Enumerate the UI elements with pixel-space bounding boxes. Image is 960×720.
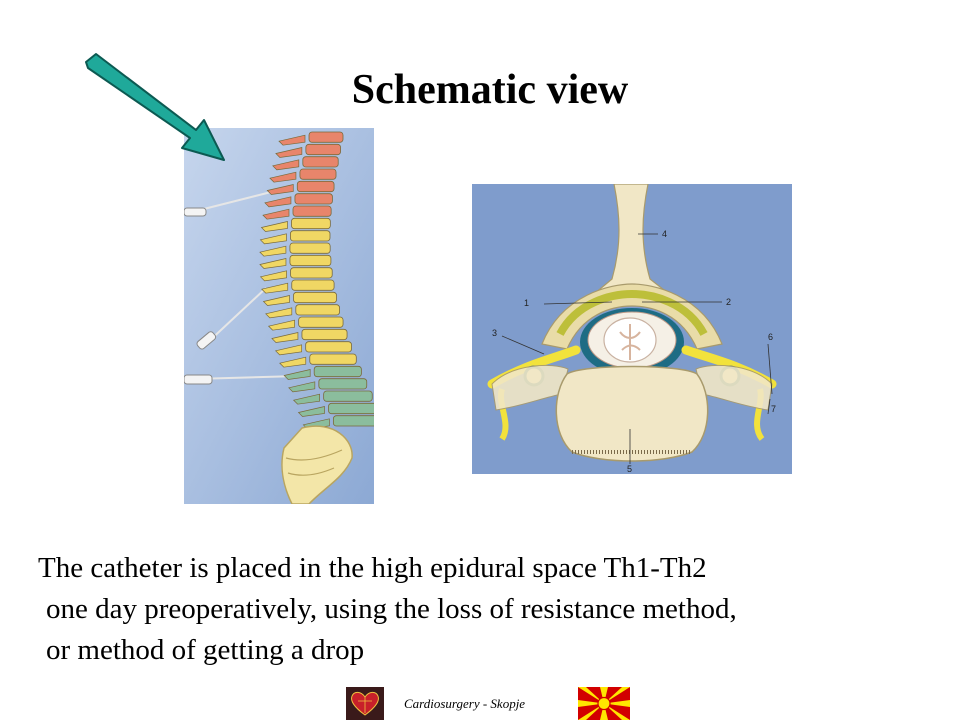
spinous-process bbox=[279, 356, 307, 368]
vertebra bbox=[293, 291, 337, 304]
vertebra bbox=[309, 353, 357, 365]
spinous-process bbox=[259, 245, 287, 257]
sacrum bbox=[281, 425, 353, 504]
spinous-process bbox=[269, 171, 297, 183]
vertebra bbox=[292, 205, 332, 217]
spinous-process bbox=[264, 196, 292, 208]
spinous-process bbox=[278, 134, 306, 146]
vertebra bbox=[298, 316, 344, 328]
spine-illustration bbox=[184, 128, 374, 504]
vertebra bbox=[302, 156, 339, 168]
body-line-2: one day preoperatively, using the loss o… bbox=[46, 593, 737, 625]
label-6: 6 bbox=[768, 332, 773, 342]
vertebra bbox=[296, 180, 335, 193]
spinous-process bbox=[283, 369, 311, 380]
vertebra bbox=[318, 378, 368, 390]
syringe-upper bbox=[184, 207, 207, 217]
spinous-process bbox=[271, 332, 299, 343]
vertebra bbox=[294, 193, 333, 205]
spinous-process bbox=[288, 381, 316, 393]
spinous-process bbox=[274, 344, 303, 356]
body-line-1: The catheter is placed in the high epidu… bbox=[38, 552, 707, 584]
vertebra-cross-section-illustration: 4 1 2 3 6 7 5 bbox=[472, 184, 792, 474]
footer-caption: Cardiosurgery - Skopje bbox=[404, 696, 526, 711]
vertebra bbox=[308, 131, 344, 143]
vertebra bbox=[295, 304, 340, 316]
body-line-3: or method of getting a drop bbox=[46, 634, 365, 666]
spinous-process bbox=[259, 258, 287, 269]
spinous-process bbox=[292, 393, 320, 405]
vertebral-column bbox=[259, 131, 374, 430]
label-1: 1 bbox=[524, 298, 529, 308]
label-7: 7 bbox=[771, 404, 776, 414]
macedonian-flag-icon bbox=[578, 687, 630, 720]
vertebra bbox=[323, 390, 373, 402]
slide-title: Schematic view bbox=[351, 67, 629, 113]
vertebra bbox=[291, 217, 331, 230]
spinous-process bbox=[262, 208, 290, 220]
spinous-process bbox=[261, 282, 289, 294]
heart-logo-icon bbox=[346, 687, 384, 720]
spinous-process bbox=[266, 184, 294, 195]
label-5: 5 bbox=[627, 464, 632, 474]
syringe-middle bbox=[196, 331, 217, 350]
syringe-lower bbox=[184, 374, 213, 385]
label-4: 4 bbox=[662, 229, 667, 239]
spinous-process bbox=[265, 307, 293, 319]
spinous-process bbox=[262, 295, 290, 306]
body-text: The catheter is placed in the high epidu… bbox=[38, 548, 948, 671]
vertebra bbox=[290, 267, 333, 279]
vertebra bbox=[291, 279, 335, 291]
vertebra bbox=[290, 230, 331, 242]
vertebra bbox=[299, 168, 337, 180]
spinous-process bbox=[275, 147, 303, 158]
vertebra bbox=[289, 242, 331, 254]
needle-upper bbox=[191, 189, 280, 213]
vertebra bbox=[332, 415, 374, 427]
vertebra bbox=[305, 341, 352, 353]
vertebra bbox=[328, 402, 374, 415]
label-2: 2 bbox=[726, 297, 731, 307]
spinous-process bbox=[259, 270, 287, 282]
spinous-process bbox=[260, 221, 288, 232]
vertebra bbox=[301, 328, 348, 341]
vertebra bbox=[305, 143, 341, 156]
spinous-process bbox=[297, 406, 325, 417]
spinous-process bbox=[272, 159, 300, 171]
pointer-arrow-icon bbox=[85, 53, 225, 161]
label-3: 3 bbox=[492, 328, 497, 338]
vertebra bbox=[313, 365, 362, 378]
spinous-process bbox=[259, 233, 287, 245]
spinous-process bbox=[267, 319, 295, 331]
vertebra bbox=[289, 254, 332, 267]
